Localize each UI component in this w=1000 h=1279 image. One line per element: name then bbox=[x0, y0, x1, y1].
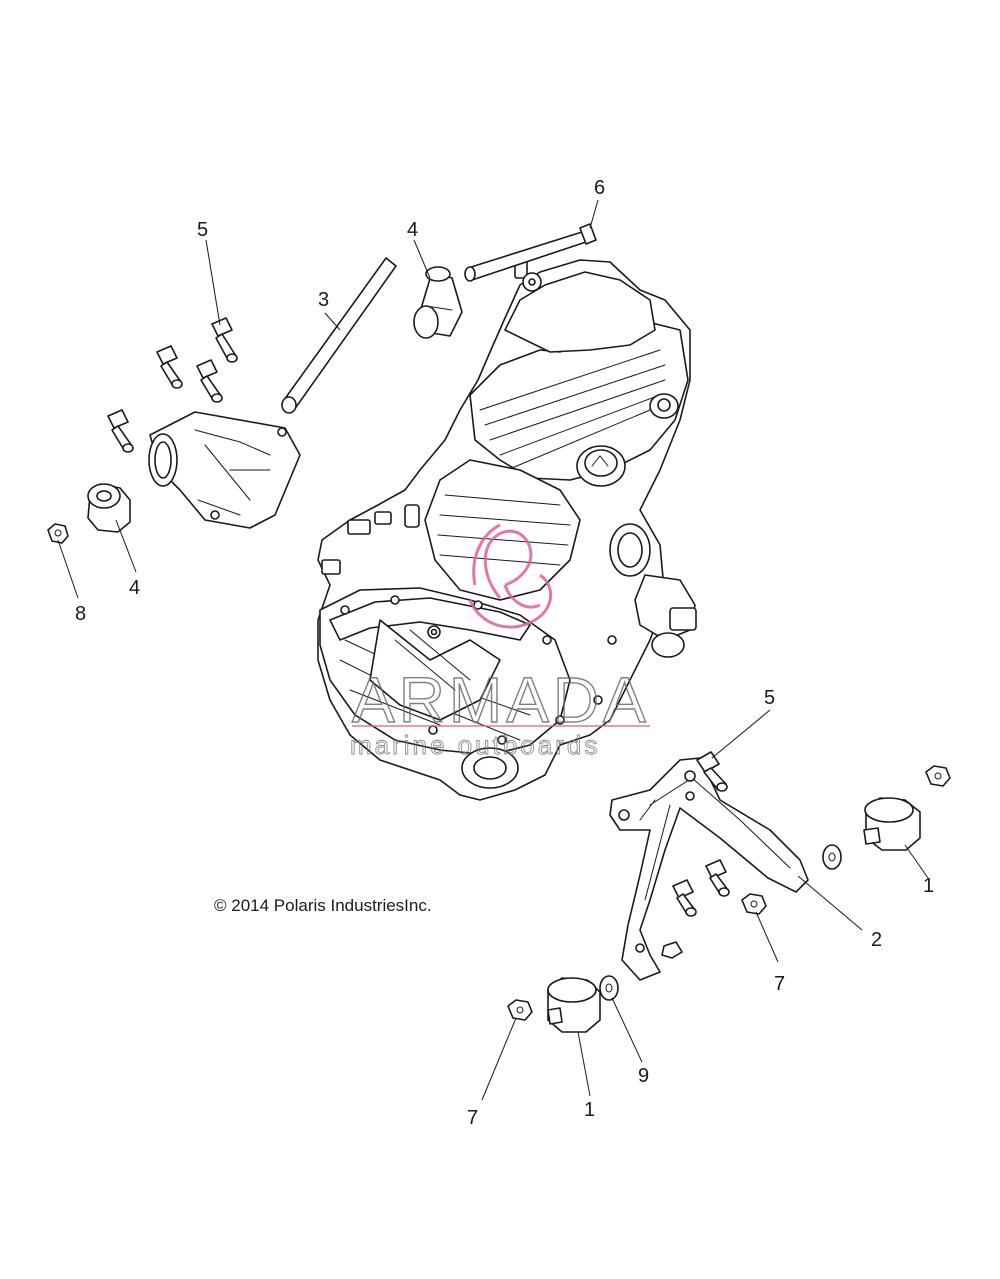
watermark-tagline: marine outboards bbox=[350, 730, 600, 760]
intake-port bbox=[609, 523, 651, 577]
thermostat-housing bbox=[634, 574, 697, 658]
nut-far-right bbox=[925, 765, 951, 787]
starter-housing bbox=[461, 747, 519, 789]
engine-bolt-heads bbox=[340, 595, 617, 745]
bracket-bolts bbox=[661, 859, 730, 959]
part-5-bolts-upper bbox=[107, 317, 238, 453]
callout-8: 8 bbox=[75, 603, 86, 625]
callout-7-lower: 7 bbox=[467, 1107, 478, 1129]
callout-6: 6 bbox=[594, 177, 605, 199]
watermark-brand: ARMADA bbox=[352, 664, 650, 736]
callout-numbers: 6 4 5 3 4 8 5 1 2 7 9 1 7 bbox=[75, 177, 934, 1129]
armada-watermark: ARMADA marine outboards bbox=[350, 523, 650, 760]
callout-4-left: 4 bbox=[129, 577, 140, 599]
callout-1-lower: 1 bbox=[584, 1099, 595, 1121]
callout-1-right: 1 bbox=[923, 875, 934, 897]
leader-lines bbox=[57, 199, 929, 1101]
callout-7-right: 7 bbox=[774, 973, 785, 995]
part-4-bushing-left bbox=[87, 483, 131, 533]
callout-5-left: 5 bbox=[197, 219, 208, 241]
left-mount-bracket bbox=[148, 411, 301, 529]
callout-4-top: 4 bbox=[407, 219, 418, 241]
callout-9: 9 bbox=[638, 1065, 649, 1087]
part-8-nut bbox=[47, 523, 69, 544]
part-7-nut-right bbox=[741, 893, 767, 915]
part-6-long-bolt bbox=[464, 223, 597, 282]
part-1-isolator-lower bbox=[547, 977, 601, 1033]
part-4-bushing-top bbox=[413, 266, 463, 339]
oil-filler-cap bbox=[576, 445, 626, 487]
wiring-connector bbox=[321, 504, 420, 575]
callout-3: 3 bbox=[318, 289, 329, 311]
part-1-isolator-right bbox=[863, 797, 921, 851]
armada-logo-icon bbox=[468, 523, 553, 629]
copyright-notice: © 2014 Polaris IndustriesInc. bbox=[214, 896, 432, 915]
part-3-sleeve bbox=[281, 257, 397, 414]
breather-cap bbox=[649, 393, 679, 419]
washer-right bbox=[822, 844, 842, 870]
part-2-mount-bracket bbox=[609, 757, 809, 981]
part-9-washer bbox=[599, 975, 619, 1001]
callout-5-right: 5 bbox=[764, 687, 775, 709]
part-7-nut-lower bbox=[507, 999, 533, 1021]
callout-2: 2 bbox=[871, 929, 882, 951]
